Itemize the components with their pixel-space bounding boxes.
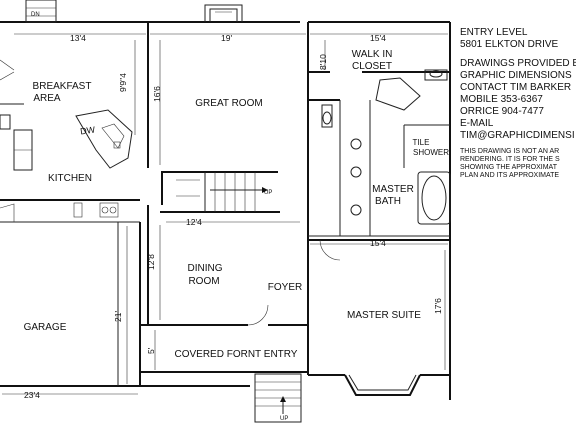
tile-label-1: TILE (413, 138, 430, 147)
info-line-9: TIM@GRAPHICDIMENSI (460, 130, 575, 141)
closet-depth-dim: 8'10 (318, 54, 328, 70)
info-line-5: CONTACT TIM BARKER (460, 82, 571, 93)
exterior-walls (0, 21, 451, 400)
info-block: ENTRY LEVEL 5801 ELKTON DRIVE DRAWINGS P… (460, 27, 576, 179)
disclaimer-line-4: PLAN AND ITS APPROXIMATE (460, 172, 559, 179)
garage-entry-door (0, 203, 15, 222)
kitchen-island (75, 109, 133, 169)
foyer-label: FOYER (268, 282, 302, 293)
stair-up-label: UP (264, 190, 272, 196)
dw-label: DW (79, 124, 96, 136)
breakfast-depth-dim: 9'9"4 (118, 73, 128, 92)
stair-width-dim: 12'4 (186, 217, 202, 227)
master-suite-label: MASTER SUITE (347, 310, 421, 321)
kitchen-width-dim: 13'4 (70, 33, 86, 43)
walk-in-label-2: CLOSET (352, 61, 392, 72)
master-bath-label-2: BATH (375, 196, 401, 207)
interior-walls (0, 22, 450, 386)
suite-depth-dim: 17'6 (433, 298, 443, 314)
walk-in-label-1: WALK IN (352, 49, 393, 60)
info-line-8: E-MAIL (460, 118, 494, 129)
great-room-width-dim: 19' (221, 33, 232, 43)
down-stair (25, 0, 57, 23)
master-bay-window (344, 374, 421, 396)
master-bath-label-1: MASTER (372, 184, 414, 195)
front-up-label: UP (280, 416, 288, 422)
info-line-6: MOBILE 353-6367 (460, 94, 543, 105)
info-line-3: DRAWINGS PROVIDED B (460, 58, 576, 69)
suite-doors (247, 239, 341, 326)
main-stair (176, 172, 268, 212)
info-line-1: ENTRY LEVEL (460, 27, 528, 38)
kitchen-counter (73, 202, 119, 218)
tile-label-2: SHOWER (413, 148, 449, 157)
dining-label-1: DINING (188, 263, 223, 274)
garage-depth-dim: 21' (113, 311, 123, 322)
dining-depth-dim: 12'8 (146, 254, 156, 270)
info-line-2: 5801 ELKTON DRIVE (460, 39, 559, 50)
breakfast-label-1: BREAKFAST (33, 81, 92, 92)
breakfast-label-2: AREA (33, 93, 61, 104)
info-line-4: GRAPHIC DIMENSIONS (460, 70, 572, 81)
garage-width-dim: 23'4 (24, 390, 40, 400)
garage-label: GARAGE (24, 322, 67, 333)
front-bump (204, 4, 243, 22)
bath-fixtures (321, 69, 451, 225)
dining-label-2: ROOM (188, 276, 219, 287)
great-room-label: GREAT ROOM (195, 98, 262, 109)
kitchen-label: KITCHEN (48, 173, 92, 184)
info-line-7: ORRICE 904-7477 (460, 106, 544, 117)
covered-entry-label: COVERED FORNT ENTRY (175, 349, 298, 360)
front-stoop-stair (254, 373, 302, 423)
great-room-depth-dim: 16'6 (152, 86, 162, 102)
dn-label: DN (31, 12, 40, 18)
dimension-lines (2, 33, 448, 395)
disclaimer-line-1: THIS DRAWING IS NOT AN AR (460, 148, 559, 155)
disclaimer-line-3: SHOWING THE APPROXIMAT (460, 164, 558, 171)
closet-width-dim: 15'4 (370, 33, 386, 43)
disclaimer-line-2: RENDERING. IT IS FOR THE S (460, 156, 560, 163)
entry-depth-dim: 5' (146, 347, 156, 354)
left-details (0, 59, 33, 171)
suite-width-dim: 15'4 (370, 238, 386, 248)
